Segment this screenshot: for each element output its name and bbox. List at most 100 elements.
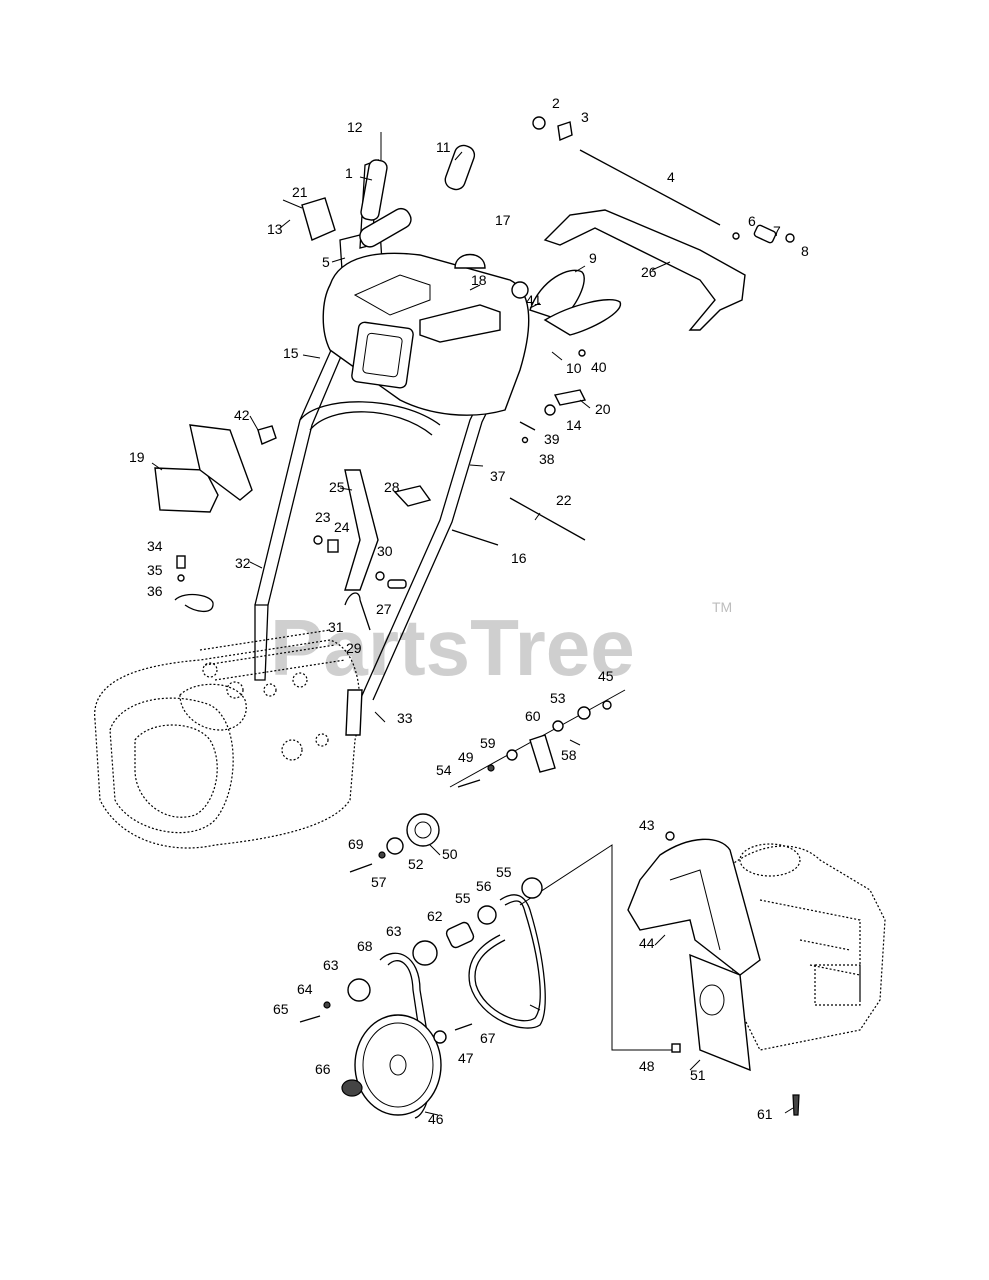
part-29 xyxy=(359,599,371,631)
callout-63a: 63 xyxy=(386,923,402,939)
part-23 xyxy=(313,535,323,545)
callout-18: 18 xyxy=(471,272,487,288)
callout-3: 3 xyxy=(581,109,589,125)
callout-1: 1 xyxy=(345,165,353,181)
callout-48: 48 xyxy=(639,1058,655,1074)
callout-22: 22 xyxy=(556,492,572,508)
part-7 xyxy=(753,224,777,244)
part-8 xyxy=(785,233,795,243)
callout-44: 44 xyxy=(639,935,655,951)
handle-grip-left xyxy=(359,207,412,248)
callout-30: 30 xyxy=(377,543,393,559)
callout-57: 57 xyxy=(371,874,387,890)
callout-42: 42 xyxy=(234,407,250,423)
control-lever-26 xyxy=(543,209,746,331)
callout-5: 5 xyxy=(322,254,330,270)
callout-14: 14 xyxy=(566,417,582,433)
part-42 xyxy=(257,425,277,445)
belt-cover xyxy=(627,831,800,1116)
callout-29: 29 xyxy=(346,640,362,656)
callout-33: 33 xyxy=(397,710,413,726)
callout-43: 43 xyxy=(639,817,655,833)
leader-lines xyxy=(151,132,794,1116)
callout-10: 10 xyxy=(566,360,582,376)
dashboard-console xyxy=(322,252,530,416)
callout-68: 68 xyxy=(357,938,373,954)
callout-28: 28 xyxy=(384,479,400,495)
callout-67: 67 xyxy=(480,1030,496,1046)
part-40 xyxy=(578,349,586,357)
callout-52: 52 xyxy=(408,856,424,872)
callout-7: 7 xyxy=(773,223,781,239)
callout-41: 41 xyxy=(526,292,542,308)
grip-11 xyxy=(444,144,476,191)
callout-58: 58 xyxy=(561,747,577,763)
pulley-area xyxy=(299,689,672,1119)
knob-17 xyxy=(454,253,486,269)
callout-9: 9 xyxy=(589,250,597,266)
rod-4 xyxy=(579,149,721,226)
callout-24: 24 xyxy=(334,519,350,535)
callout-36: 36 xyxy=(147,583,163,599)
part-19-cover xyxy=(189,424,253,501)
part-35 xyxy=(177,574,185,582)
part-30 xyxy=(375,571,385,581)
callout-12: 12 xyxy=(347,119,363,135)
auger-housing xyxy=(94,629,361,849)
bracket-21 xyxy=(301,197,336,241)
part-27 xyxy=(387,579,407,589)
part-38 xyxy=(521,436,529,444)
callout-47: 47 xyxy=(458,1050,474,1066)
callout-65: 65 xyxy=(273,1001,289,1017)
part-36 xyxy=(174,593,214,613)
callout-56: 56 xyxy=(476,878,492,894)
callout-37: 37 xyxy=(490,468,506,484)
callout-63b: 63 xyxy=(323,957,339,973)
callout-26: 26 xyxy=(641,264,657,280)
callout-45: 45 xyxy=(598,668,614,684)
part-6 xyxy=(732,232,740,240)
part-34 xyxy=(176,555,186,569)
callout-39: 39 xyxy=(544,431,560,447)
callout-34: 34 xyxy=(147,538,163,554)
callout-4: 4 xyxy=(667,169,675,185)
rod-22 xyxy=(509,497,586,541)
part-31 xyxy=(344,592,361,606)
bolt-16 xyxy=(451,529,499,546)
callout-51: 51 xyxy=(690,1067,706,1083)
callout-27: 27 xyxy=(376,601,392,617)
callout-11: 11 xyxy=(436,139,451,155)
part-3 xyxy=(557,121,573,141)
callout-2: 2 xyxy=(552,95,560,111)
callout-62: 62 xyxy=(427,908,443,924)
callout-46: 46 xyxy=(428,1111,444,1127)
callout-35: 35 xyxy=(147,562,163,578)
part-39 xyxy=(519,421,536,431)
callout-20: 20 xyxy=(595,401,611,417)
part-14 xyxy=(544,404,556,416)
callout-54: 54 xyxy=(436,762,452,778)
callout-49: 49 xyxy=(458,749,474,765)
engine-outline xyxy=(724,843,886,1051)
callout-53: 53 xyxy=(550,690,566,706)
callout-59: 59 xyxy=(480,735,496,751)
callout-15: 15 xyxy=(283,345,299,361)
part-2 xyxy=(532,116,546,130)
part-20 xyxy=(553,389,587,406)
part-24 xyxy=(327,539,339,553)
callout-31: 31 xyxy=(328,619,344,635)
callout-55a: 55 xyxy=(496,864,512,880)
part-28 xyxy=(393,485,432,507)
callout-13: 13 xyxy=(267,221,283,237)
callout-32: 32 xyxy=(235,555,251,571)
callout-6: 6 xyxy=(748,213,756,229)
callout-38: 38 xyxy=(539,451,555,467)
callout-50: 50 xyxy=(442,846,458,862)
callout-19: 19 xyxy=(129,449,145,465)
callout-8: 8 xyxy=(801,243,809,259)
callout-labels: 1 2 3 4 5 6 7 8 9 10 11 12 13 14 15 16 1… xyxy=(129,95,809,1127)
callout-64: 64 xyxy=(297,981,313,997)
callout-60: 60 xyxy=(525,708,541,724)
callout-16: 16 xyxy=(511,550,527,566)
